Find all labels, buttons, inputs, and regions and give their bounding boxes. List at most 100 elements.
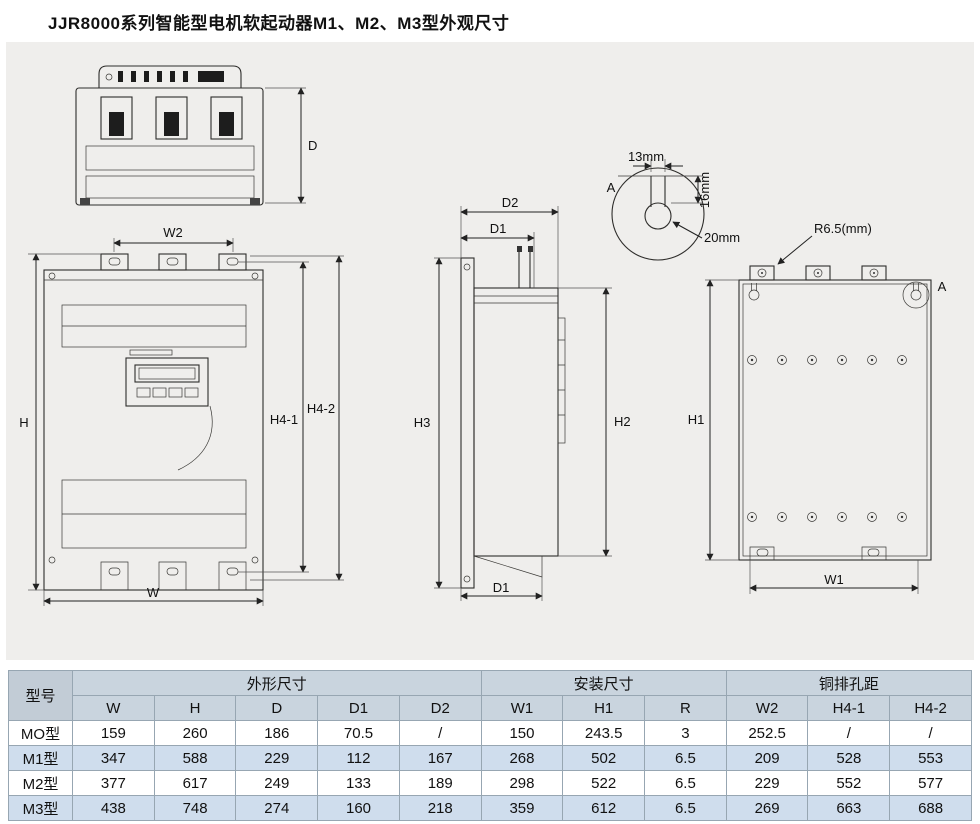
cell: 748 [153, 795, 237, 821]
dim-label-h4-1: H4-1 [270, 412, 298, 427]
table-sub-header-row: W H D D1 D2 W1 H1 R W2 H4-1 H4-2 [9, 695, 972, 721]
table-row-m2: M2型 377 617 249 133 189 298 522 6.5 229 … [8, 770, 972, 796]
model-cell: MO型 [8, 720, 73, 746]
dim-label-h4-2: H4-2 [307, 401, 335, 416]
cell: 663 [807, 795, 891, 821]
cell: 6.5 [644, 795, 727, 821]
dimension-table: 型号 外形尺寸 安装尺寸 铜排孔距 W H D D1 D2 W1 H1 R W2… [8, 670, 973, 821]
cell: 274 [235, 795, 319, 821]
dim-label-w2: W2 [163, 225, 183, 240]
cell: 298 [480, 770, 564, 796]
radius-note-label: R6.5(mm) [814, 221, 872, 236]
cell: 186 [235, 720, 319, 746]
col-header-w: W [72, 695, 155, 721]
cell: / [889, 720, 972, 746]
screw-row-bottom [747, 512, 907, 522]
dim-label-16mm: 16mm [697, 172, 712, 208]
dim-label-20mm: 20mm [704, 230, 740, 245]
cell: 209 [725, 745, 809, 771]
col-header-h: H [153, 695, 237, 721]
dim-label-h: H [19, 415, 28, 430]
cell: 612 [562, 795, 646, 821]
cell: 6.5 [644, 745, 727, 771]
page-title: JJR8000系列智能型电机软起动器M1、M2、M3型外观尺寸 [48, 13, 510, 33]
cell: 522 [562, 770, 646, 796]
cell: 552 [807, 770, 891, 796]
cell: 268 [480, 745, 564, 771]
cell: 133 [317, 770, 400, 796]
col-header-w1: W1 [480, 695, 564, 721]
dim-label-h2: H2 [614, 414, 631, 429]
cell: 112 [317, 745, 400, 771]
back-view: A R6.5(mm) H1 [688, 221, 947, 594]
detail-view-a: 13mm 16mm 20mm A [607, 149, 740, 261]
cell: / [807, 720, 891, 746]
cell: 260 [153, 720, 237, 746]
cell: 617 [153, 770, 237, 796]
col-header-h4-1: H4-1 [807, 695, 891, 721]
cell: 70.5 [317, 720, 400, 746]
cell: 189 [398, 770, 482, 796]
cell: 167 [398, 745, 482, 771]
dim-label-h3: H3 [414, 415, 431, 430]
cell: 502 [562, 745, 646, 771]
col-header-d1: D1 [317, 695, 400, 721]
cell: 588 [153, 745, 237, 771]
cell: / [398, 720, 482, 746]
table-row-m0: MO型 159 260 186 70.5 / 150 243.5 3 252.5… [8, 720, 972, 746]
table-row-m3: M3型 438 748 274 160 218 359 612 6.5 269 … [8, 795, 972, 821]
cell: 243.5 [562, 720, 646, 746]
cell: 688 [889, 795, 972, 821]
dim-label-d1-top: D1 [490, 221, 507, 236]
cell: 159 [72, 720, 155, 746]
col-header-h4-2: H4-2 [889, 695, 972, 721]
model-cell: M1型 [8, 745, 73, 771]
cell: 438 [72, 795, 155, 821]
group-header-busbar-hole-pitch: 铜排孔距 [725, 670, 973, 696]
cell: 359 [480, 795, 564, 821]
cell: 252.5 [725, 720, 809, 746]
dim-label-13mm: 13mm [628, 149, 664, 164]
cell: 249 [235, 770, 319, 796]
side-view: D2 D1 H3 H2 D1 [414, 195, 631, 601]
dim-label-d1-bottom: D1 [493, 580, 510, 595]
group-header-outline-dims: 外形尺寸 [72, 670, 482, 696]
detail-a-label: A [607, 180, 616, 195]
col-header-model: 型号 [8, 670, 73, 721]
cell: 553 [889, 745, 972, 771]
cell: 229 [725, 770, 809, 796]
cell: 229 [235, 745, 319, 771]
cell: 160 [317, 795, 400, 821]
model-cell: M3型 [8, 795, 73, 821]
col-header-h1: H1 [562, 695, 646, 721]
detail-ref-a-label: A [938, 279, 947, 294]
dim-label-w1: W1 [824, 572, 844, 587]
cell: 577 [889, 770, 972, 796]
dim-label-d: D [308, 138, 317, 153]
screw-row-top [747, 355, 907, 365]
cell: 347 [72, 745, 155, 771]
table-group-header-row: 型号 外形尺寸 安装尺寸 铜排孔距 [8, 670, 973, 721]
dim-label-w: W [147, 585, 160, 600]
cell: 269 [725, 795, 809, 821]
dim-label-h1: H1 [688, 412, 705, 427]
front-view: W2 [19, 225, 344, 606]
col-header-w2: W2 [725, 695, 809, 721]
model-cell: M2型 [8, 770, 73, 796]
col-header-d: D [235, 695, 319, 721]
cell: 6.5 [644, 770, 727, 796]
group-header-mounting-dims: 安装尺寸 [480, 670, 727, 696]
col-header-d2: D2 [398, 695, 482, 721]
cell: 377 [72, 770, 155, 796]
dimension-drawing: D W2 [19, 65, 947, 606]
cell: 528 [807, 745, 891, 771]
col-header-r: R [644, 695, 727, 721]
top-view: D [75, 65, 317, 206]
dimension-drawing-area: D W2 [6, 42, 974, 660]
cell: 150 [480, 720, 564, 746]
cell: 3 [644, 720, 727, 746]
keypad-panel [125, 357, 209, 407]
dim-label-d2: D2 [502, 195, 519, 210]
cell: 218 [398, 795, 482, 821]
table-row-m1: M1型 347 588 229 112 167 268 502 6.5 209 … [8, 745, 972, 771]
